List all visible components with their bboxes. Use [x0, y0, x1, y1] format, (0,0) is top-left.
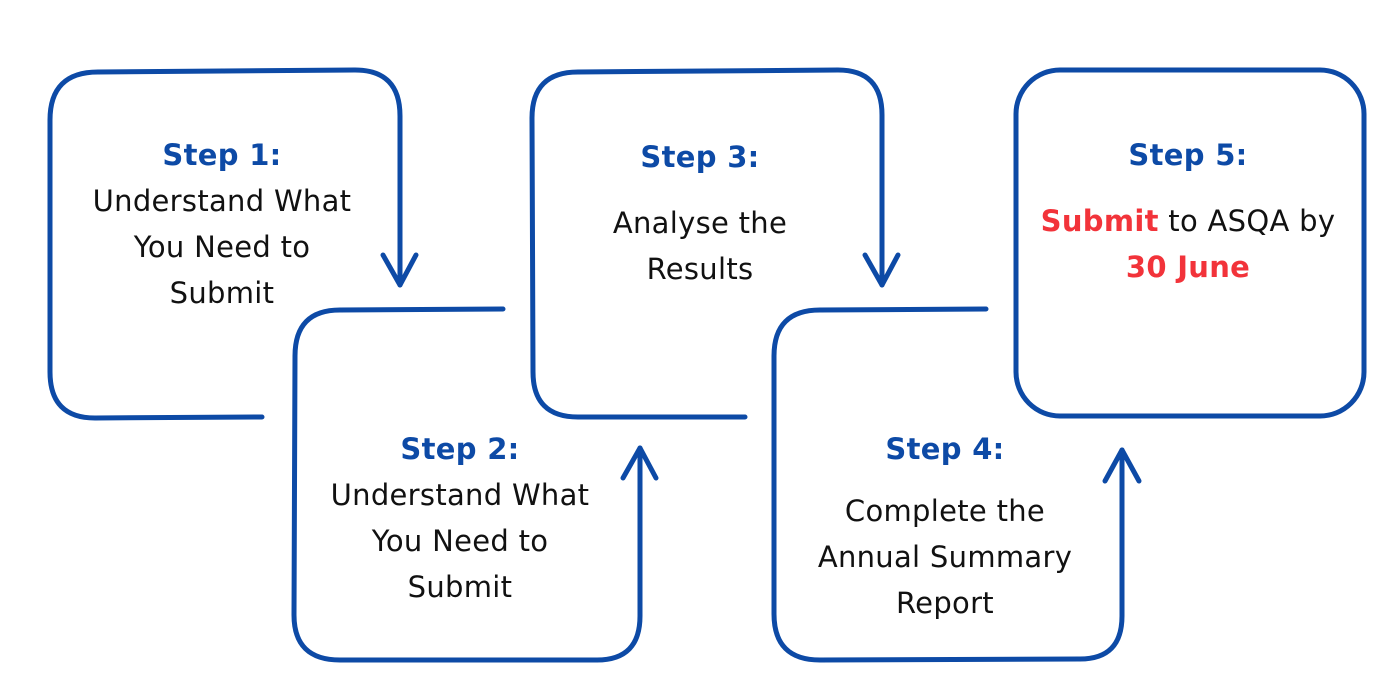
step-5-description: Submit to ASQA by 30 June — [1018, 198, 1358, 290]
step-4-arrow-up-icon — [1102, 447, 1142, 484]
step-4-line-1: Complete the — [844, 494, 1046, 528]
step-5-submit-highlight: Submit — [1040, 204, 1159, 238]
step-5-title: Step 5: — [1128, 138, 1248, 172]
step-2-line-3: Submit — [407, 570, 513, 604]
step-4-description: Complete the Annual Summary Report — [785, 488, 1105, 626]
step-3-line-2: Results — [646, 252, 754, 286]
step-5-deadline-highlight: 30 June — [1125, 250, 1251, 284]
step-3-text: Step 3: Analyse the Results — [545, 134, 855, 292]
step-1-line-2: You Need to — [133, 230, 311, 264]
step-4-line-2: Annual Summary — [817, 540, 1073, 574]
step-2-description: Understand What You Need to Submit — [300, 472, 620, 610]
step-2-box — [291, 306, 643, 663]
step-3-description: Analyse the Results — [545, 200, 855, 292]
step-2-arrow-up-icon — [620, 445, 659, 481]
step-4-box — [771, 306, 1125, 663]
step-1-arrow-down-icon — [380, 252, 419, 288]
step-1-text: Step 1: Understand What You Need to Subm… — [62, 132, 382, 316]
step-1-line-3: Submit — [169, 276, 275, 310]
step-5-line-1-rest: to ASQA by — [1158, 204, 1336, 238]
step-4-line-3: Report — [896, 586, 994, 620]
step-2-text: Step 2: Understand What You Need to Subm… — [300, 426, 620, 610]
step-4-text: Step 4: Complete the Annual Summary Repo… — [785, 426, 1105, 626]
step-2-title: Step 2: — [400, 432, 520, 466]
step-5-text: Step 5: Submit to ASQA by 30 June — [1018, 132, 1358, 290]
step-5-box — [1013, 67, 1367, 419]
step-3-title: Step 3: — [640, 140, 760, 174]
step-1-line-1: Understand What — [92, 184, 352, 218]
step-3-box — [529, 67, 885, 420]
step-3-arrow-down-icon — [862, 252, 901, 288]
step-1-title: Step 1: — [162, 138, 282, 172]
step-1-box — [47, 67, 403, 421]
step-3-line-1: Analyse the — [612, 206, 788, 240]
step-4-title: Step 4: — [885, 432, 1005, 466]
step-1-description: Understand What You Need to Submit — [62, 178, 382, 316]
step-2-line-2: You Need to — [371, 524, 549, 558]
step-2-line-1: Understand What — [330, 478, 590, 512]
